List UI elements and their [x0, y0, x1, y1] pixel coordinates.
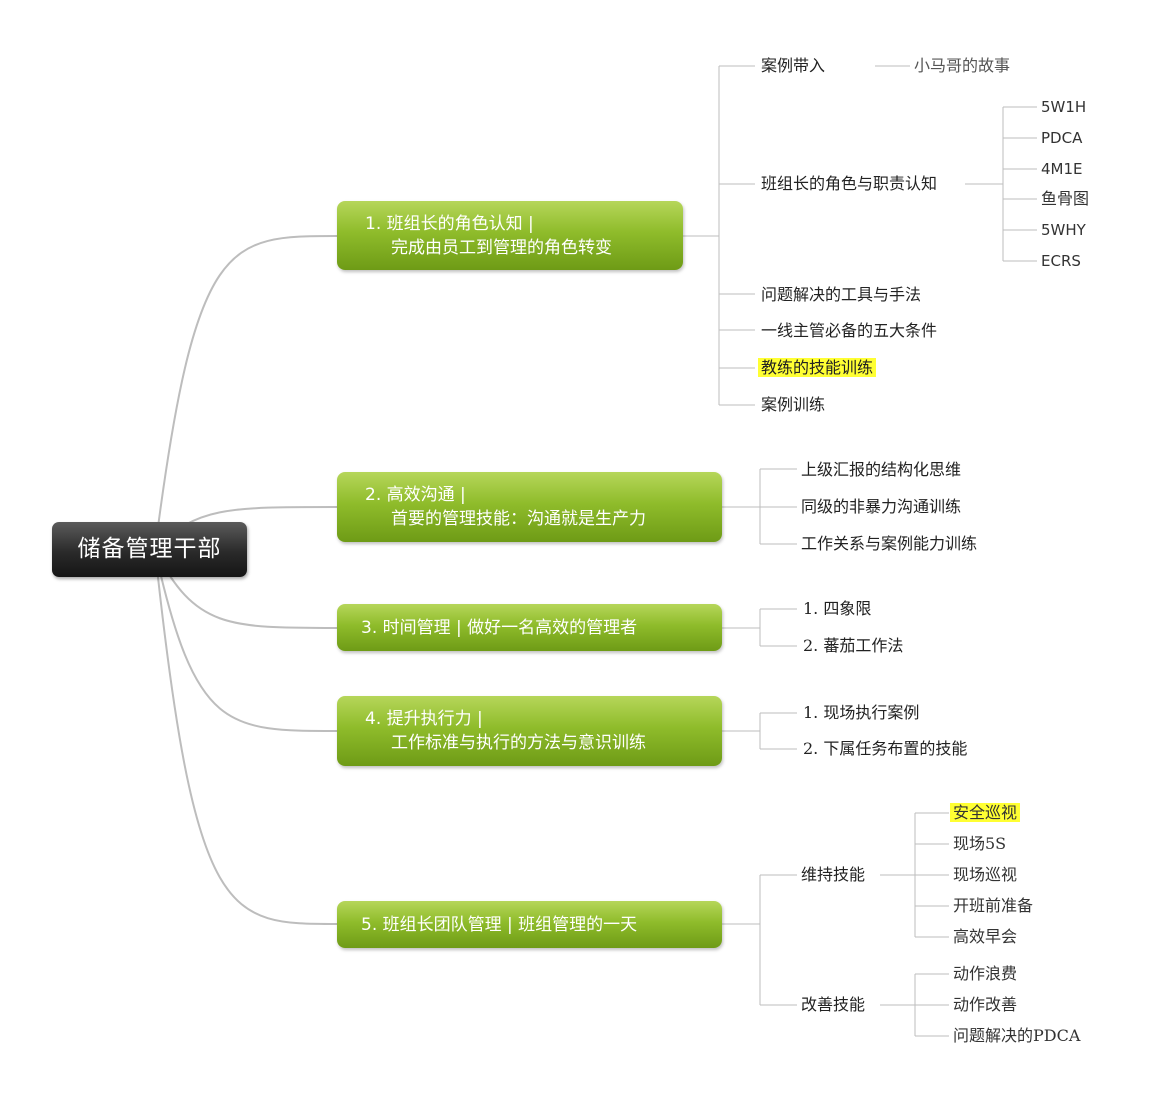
branch-1-item-6[interactable]: 案例训练	[761, 395, 826, 414]
branch-1-item-2-child-6[interactable]: ECRS	[1041, 252, 1081, 270]
branch-1-item-2-child-5[interactable]: 5WHY	[1041, 221, 1086, 239]
root-to-branch-1	[154, 235, 338, 551]
branch-1-item-1[interactable]: 案例带入	[761, 56, 826, 75]
branch-3-item-1[interactable]: 1. 四象限	[803, 599, 872, 618]
branch-node-3[interactable]: 3. 时间管理 | 做好一名高效的管理者	[337, 604, 722, 651]
branch-4-title: 4. 提升执行力 |	[365, 709, 483, 729]
branch-node-5[interactable]: 5. 班组长团队管理 | 班组管理的一天	[337, 901, 722, 948]
branch-3-title: 3. 时间管理 | 做好一名高效的管理者	[361, 617, 638, 638]
branch-5-item-1-child-2[interactable]: 现场5S	[953, 834, 1007, 853]
branch-5-item-2-child-3[interactable]: 问题解决的PDCA	[953, 1026, 1081, 1045]
branch-5-item-1-child-1[interactable]: 安全巡视	[950, 803, 1021, 823]
branch-2-item-2[interactable]: 同级的非暴力沟通训练	[801, 497, 962, 516]
branch-1-subtitle: 完成由员工到管理的角色转变	[391, 237, 612, 258]
branch-node-4[interactable]: 4. 提升执行力 | 工作标准与执行的方法与意识训练	[337, 696, 722, 766]
branch-2-item-1[interactable]: 上级汇报的结构化思维	[801, 460, 962, 479]
highlight-mark: 安全巡视	[950, 803, 1021, 822]
branch-1-item-5[interactable]: 教练的技能训练	[758, 357, 877, 379]
branch-2-title: 2. 高效沟通 |	[365, 485, 466, 505]
branch-5-item-1-child-5[interactable]: 高效早会	[953, 927, 1018, 946]
branch-2-subtitle: 首要的管理技能：沟通就是生产力	[391, 509, 646, 529]
branch-5-item-1[interactable]: 维持技能	[801, 865, 866, 884]
branch-4-item-2[interactable]: 2. 下属任务布置的技能	[803, 739, 968, 758]
root-node[interactable]: 储备管理干部	[52, 522, 247, 577]
branch-2-item-3[interactable]: 工作关系与案例能力训练	[801, 534, 978, 553]
branch-1-item-3[interactable]: 问题解决的工具与手法	[761, 285, 922, 304]
branch-1-item-2[interactable]: 班组长的角色与职责认知	[761, 174, 938, 193]
branch-1-item-2-child-1[interactable]: 5W1H	[1041, 98, 1087, 116]
branch-4-item-1[interactable]: 1. 现场执行案例	[803, 703, 920, 722]
branch-5-item-1-child-4[interactable]: 开班前准备	[953, 896, 1034, 915]
branch-node-2[interactable]: 2. 高效沟通 | 首要的管理技能：沟通就是生产力	[337, 472, 722, 542]
branch-5-item-1-child-3[interactable]: 现场巡视	[953, 865, 1018, 884]
branch-5-item-2-child-1[interactable]: 动作浪费	[953, 964, 1018, 983]
branch-3-item-2[interactable]: 2. 蕃茄工作法	[803, 636, 904, 655]
root-to-branch-5	[154, 549, 338, 925]
branch-5-title: 5. 班组长团队管理 | 班组管理的一天	[361, 914, 638, 935]
highlight-mark: 教练的技能训练	[758, 358, 877, 377]
branch-node-1[interactable]: 1. 班组长的角色认知 | 完成由员工到管理的角色转变	[337, 201, 683, 270]
branch-1-item-1-child[interactable]: 小马哥的故事	[914, 56, 1011, 75]
branch-5-item-2[interactable]: 改善技能	[801, 995, 866, 1014]
branch-4-subtitle: 工作标准与执行的方法与意识训练	[391, 733, 646, 753]
root-to-branch-4	[154, 549, 338, 732]
branch-1-title: 1. 班组长的角色认知 |	[365, 213, 534, 234]
branch-1-item-4[interactable]: 一线主管必备的五大条件	[761, 321, 938, 340]
branch-5-item-2-child-2[interactable]: 动作改善	[953, 995, 1018, 1014]
branch-1-item-2-child-4[interactable]: 鱼骨图	[1041, 189, 1090, 208]
branch-1-item-2-child-2[interactable]: PDCA	[1041, 129, 1083, 147]
branch-1-item-2-child-3[interactable]: 4M1E	[1041, 160, 1083, 178]
